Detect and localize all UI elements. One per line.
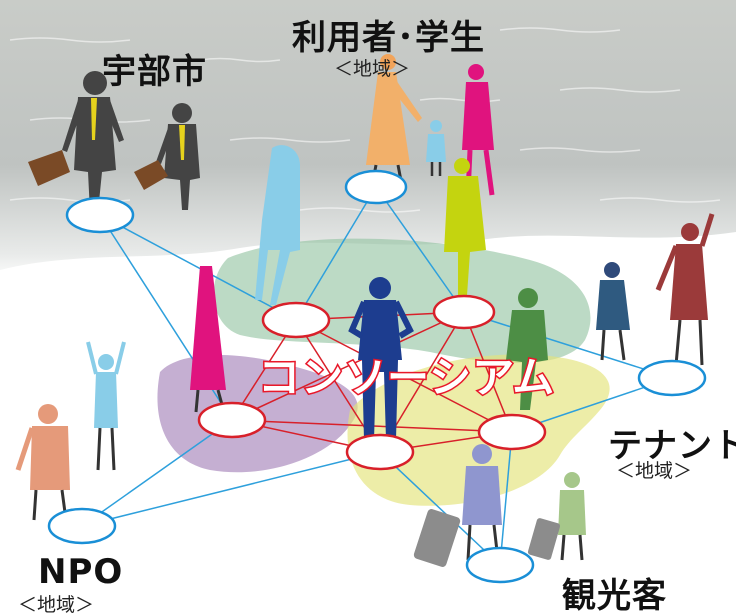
- consortium-core-figure-green: [506, 288, 548, 410]
- student-figure-small: [426, 120, 446, 176]
- label-npo: NPO: [38, 552, 124, 592]
- tenant-figure-navy: [596, 262, 630, 361]
- node-core-5: [477, 413, 547, 451]
- label-tenant-region: ＜地域＞: [616, 460, 693, 482]
- inner-nodes: [197, 294, 547, 471]
- student-figure-orange: [366, 54, 422, 187]
- label-tourists: 観光客: [562, 576, 667, 615]
- label-users-students: 利用者･学生: [292, 18, 485, 58]
- node-core-3: [197, 401, 267, 439]
- businessman-figure-1: [28, 71, 124, 212]
- consortium-core-figure-navy: [348, 277, 414, 440]
- npo-figure-lightblue: [86, 341, 126, 471]
- label-tenant: テナント: [608, 426, 736, 466]
- node-tenant: [637, 359, 707, 397]
- node-tourists: [465, 546, 535, 584]
- student-figure-lightblue: [255, 145, 300, 305]
- node-core-4: [345, 433, 415, 471]
- label-ube-city: 宇部市: [102, 52, 207, 92]
- npo-figure-salmon: [15, 404, 70, 521]
- tourist-figure-lavender: [413, 444, 502, 567]
- outer-nodes: [47, 169, 707, 584]
- node-core-1: [261, 301, 331, 339]
- tenant-figure-maroon: [655, 213, 715, 366]
- node-core-2: [432, 294, 496, 330]
- businessman-figure-2: [134, 103, 200, 210]
- label-npo-region: ＜地域＞: [18, 594, 95, 615]
- label-users-region: ＜地域＞: [334, 58, 411, 80]
- node-npo: [47, 507, 117, 545]
- node-ube-city: [65, 196, 135, 234]
- student-figure-lime: [444, 158, 486, 310]
- consortium-title: コンソーシアム: [256, 352, 556, 404]
- figures: [15, 54, 715, 567]
- tourist-figure-lightgreen: [527, 472, 586, 561]
- node-users-students: [344, 169, 408, 205]
